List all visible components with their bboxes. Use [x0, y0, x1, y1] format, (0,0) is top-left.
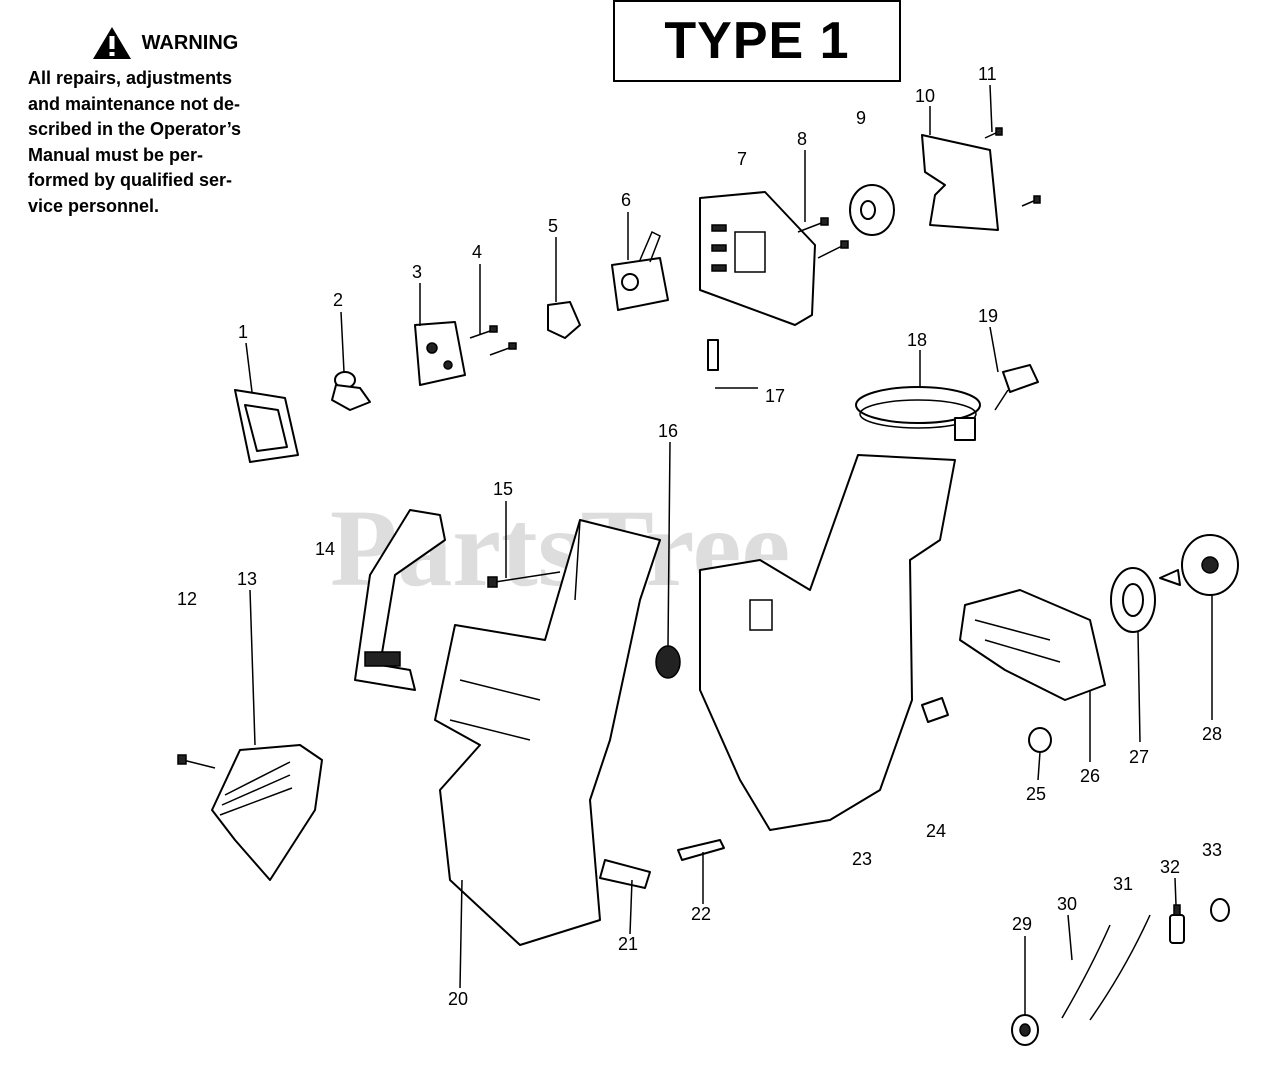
part-18-band[interactable] [855, 386, 981, 441]
callout-4: 4 [472, 242, 482, 262]
callout-18: 18 [907, 330, 927, 350]
part-5-gasket[interactable] [547, 301, 581, 339]
warning-line: Manual must be per- [28, 144, 204, 165]
part-8-screws[interactable] [797, 217, 849, 259]
part-3-adapter[interactable] [414, 321, 466, 386]
callout-16: 16 [658, 421, 678, 441]
part-10-filter-cover[interactable] [921, 134, 999, 231]
part-22-roll-pin[interactable] [677, 839, 725, 861]
part-24-bracket[interactable] [921, 697, 949, 723]
part-29-grommet[interactable] [1011, 1014, 1039, 1046]
callout-23: 23 [852, 849, 872, 869]
callout-31: 31 [1113, 874, 1133, 894]
part-9-filter[interactable] [849, 184, 895, 236]
callout-15: 15 [493, 479, 513, 499]
callout-3: 3 [412, 262, 422, 282]
callout-25: 25 [1026, 784, 1046, 804]
warning-block: WARNING All repairs, adjustments and mai… [28, 26, 302, 219]
callout-17: 17 [765, 386, 785, 406]
part-20-fan-housing[interactable] [434, 519, 661, 946]
part-6-carburetor[interactable] [611, 230, 669, 311]
callout-7: 7 [737, 149, 747, 169]
callout-12: 12 [177, 589, 197, 609]
callout-20: 20 [448, 989, 468, 1009]
part-21-clip[interactable] [599, 859, 651, 889]
callout-9: 9 [856, 108, 866, 128]
callout-32: 32 [1160, 857, 1180, 877]
part-33-grommet[interactable] [1210, 898, 1230, 922]
callout-30: 30 [1057, 894, 1077, 914]
leader-lines [245, 84, 1213, 1015]
callout-28: 28 [1202, 724, 1222, 744]
callout-21: 21 [618, 934, 638, 954]
callout-5: 5 [548, 216, 558, 236]
callout-8: 8 [797, 129, 807, 149]
part-2-fitting[interactable] [331, 371, 371, 411]
warning-line: scribed in the Operator’s [28, 119, 242, 139]
callout-10: 10 [915, 86, 935, 106]
callout-13: 13 [237, 569, 257, 589]
warning-text: All repairs, adjustments and maintenance… [28, 66, 302, 219]
part-19-knob[interactable] [994, 364, 1039, 411]
part-4-screws[interactable] [469, 325, 517, 356]
part-25-nut[interactable] [1028, 727, 1052, 753]
callout-11: 11 [978, 64, 997, 84]
warning-heading-text: WARNING [141, 31, 239, 54]
warning-line: formed by qualified ser- [28, 170, 233, 190]
part-17-pin[interactable] [707, 339, 719, 371]
part-7-filter-housing[interactable] [699, 191, 816, 326]
callout-33: 33 [1202, 840, 1222, 860]
callout-6: 6 [621, 190, 631, 210]
part-28-hub[interactable] [1159, 534, 1239, 596]
callout-1: 1 [238, 322, 248, 342]
callout-2: 2 [333, 290, 343, 310]
callout-19: 19 [978, 306, 998, 326]
callout-24: 24 [926, 821, 946, 841]
warning-line: and maintenance not de- [28, 93, 241, 114]
part-16-gear[interactable] [655, 645, 681, 679]
part-13-cover[interactable] [211, 744, 323, 881]
part-23-fan-housing[interactable] [699, 454, 956, 831]
part-1-gasket[interactable] [234, 389, 299, 463]
part-12-screw[interactable] [177, 754, 216, 769]
warning-icon [92, 27, 131, 59]
callout-14: 14 [315, 539, 335, 559]
part-26-fan[interactable] [959, 589, 1106, 701]
part-15-screw[interactable] [487, 571, 561, 588]
part-11-screws[interactable] [984, 127, 1041, 207]
warning-line: All repairs, adjustments [28, 68, 233, 88]
warning-heading: WARNING [28, 26, 302, 60]
part-32-fuel-filter[interactable] [1169, 904, 1185, 944]
callout-29: 29 [1012, 914, 1032, 934]
warning-line: vice personnel. [28, 195, 160, 216]
callout-22: 22 [691, 904, 711, 924]
type-label: TYPE 1 [613, 0, 901, 82]
part-14-handle[interactable] [354, 509, 446, 691]
callout-26: 26 [1080, 766, 1100, 786]
part-27-washer[interactable] [1110, 567, 1156, 633]
part-31-fuel-line[interactable] [1089, 914, 1151, 1021]
part-30-fuel-line[interactable] [1061, 924, 1111, 1019]
callout-27: 27 [1129, 747, 1149, 767]
callout-labels: 1 2 3 4 5 6 7 8 9 10 11 12 13 14 15 16 1… [177, 64, 1222, 1009]
